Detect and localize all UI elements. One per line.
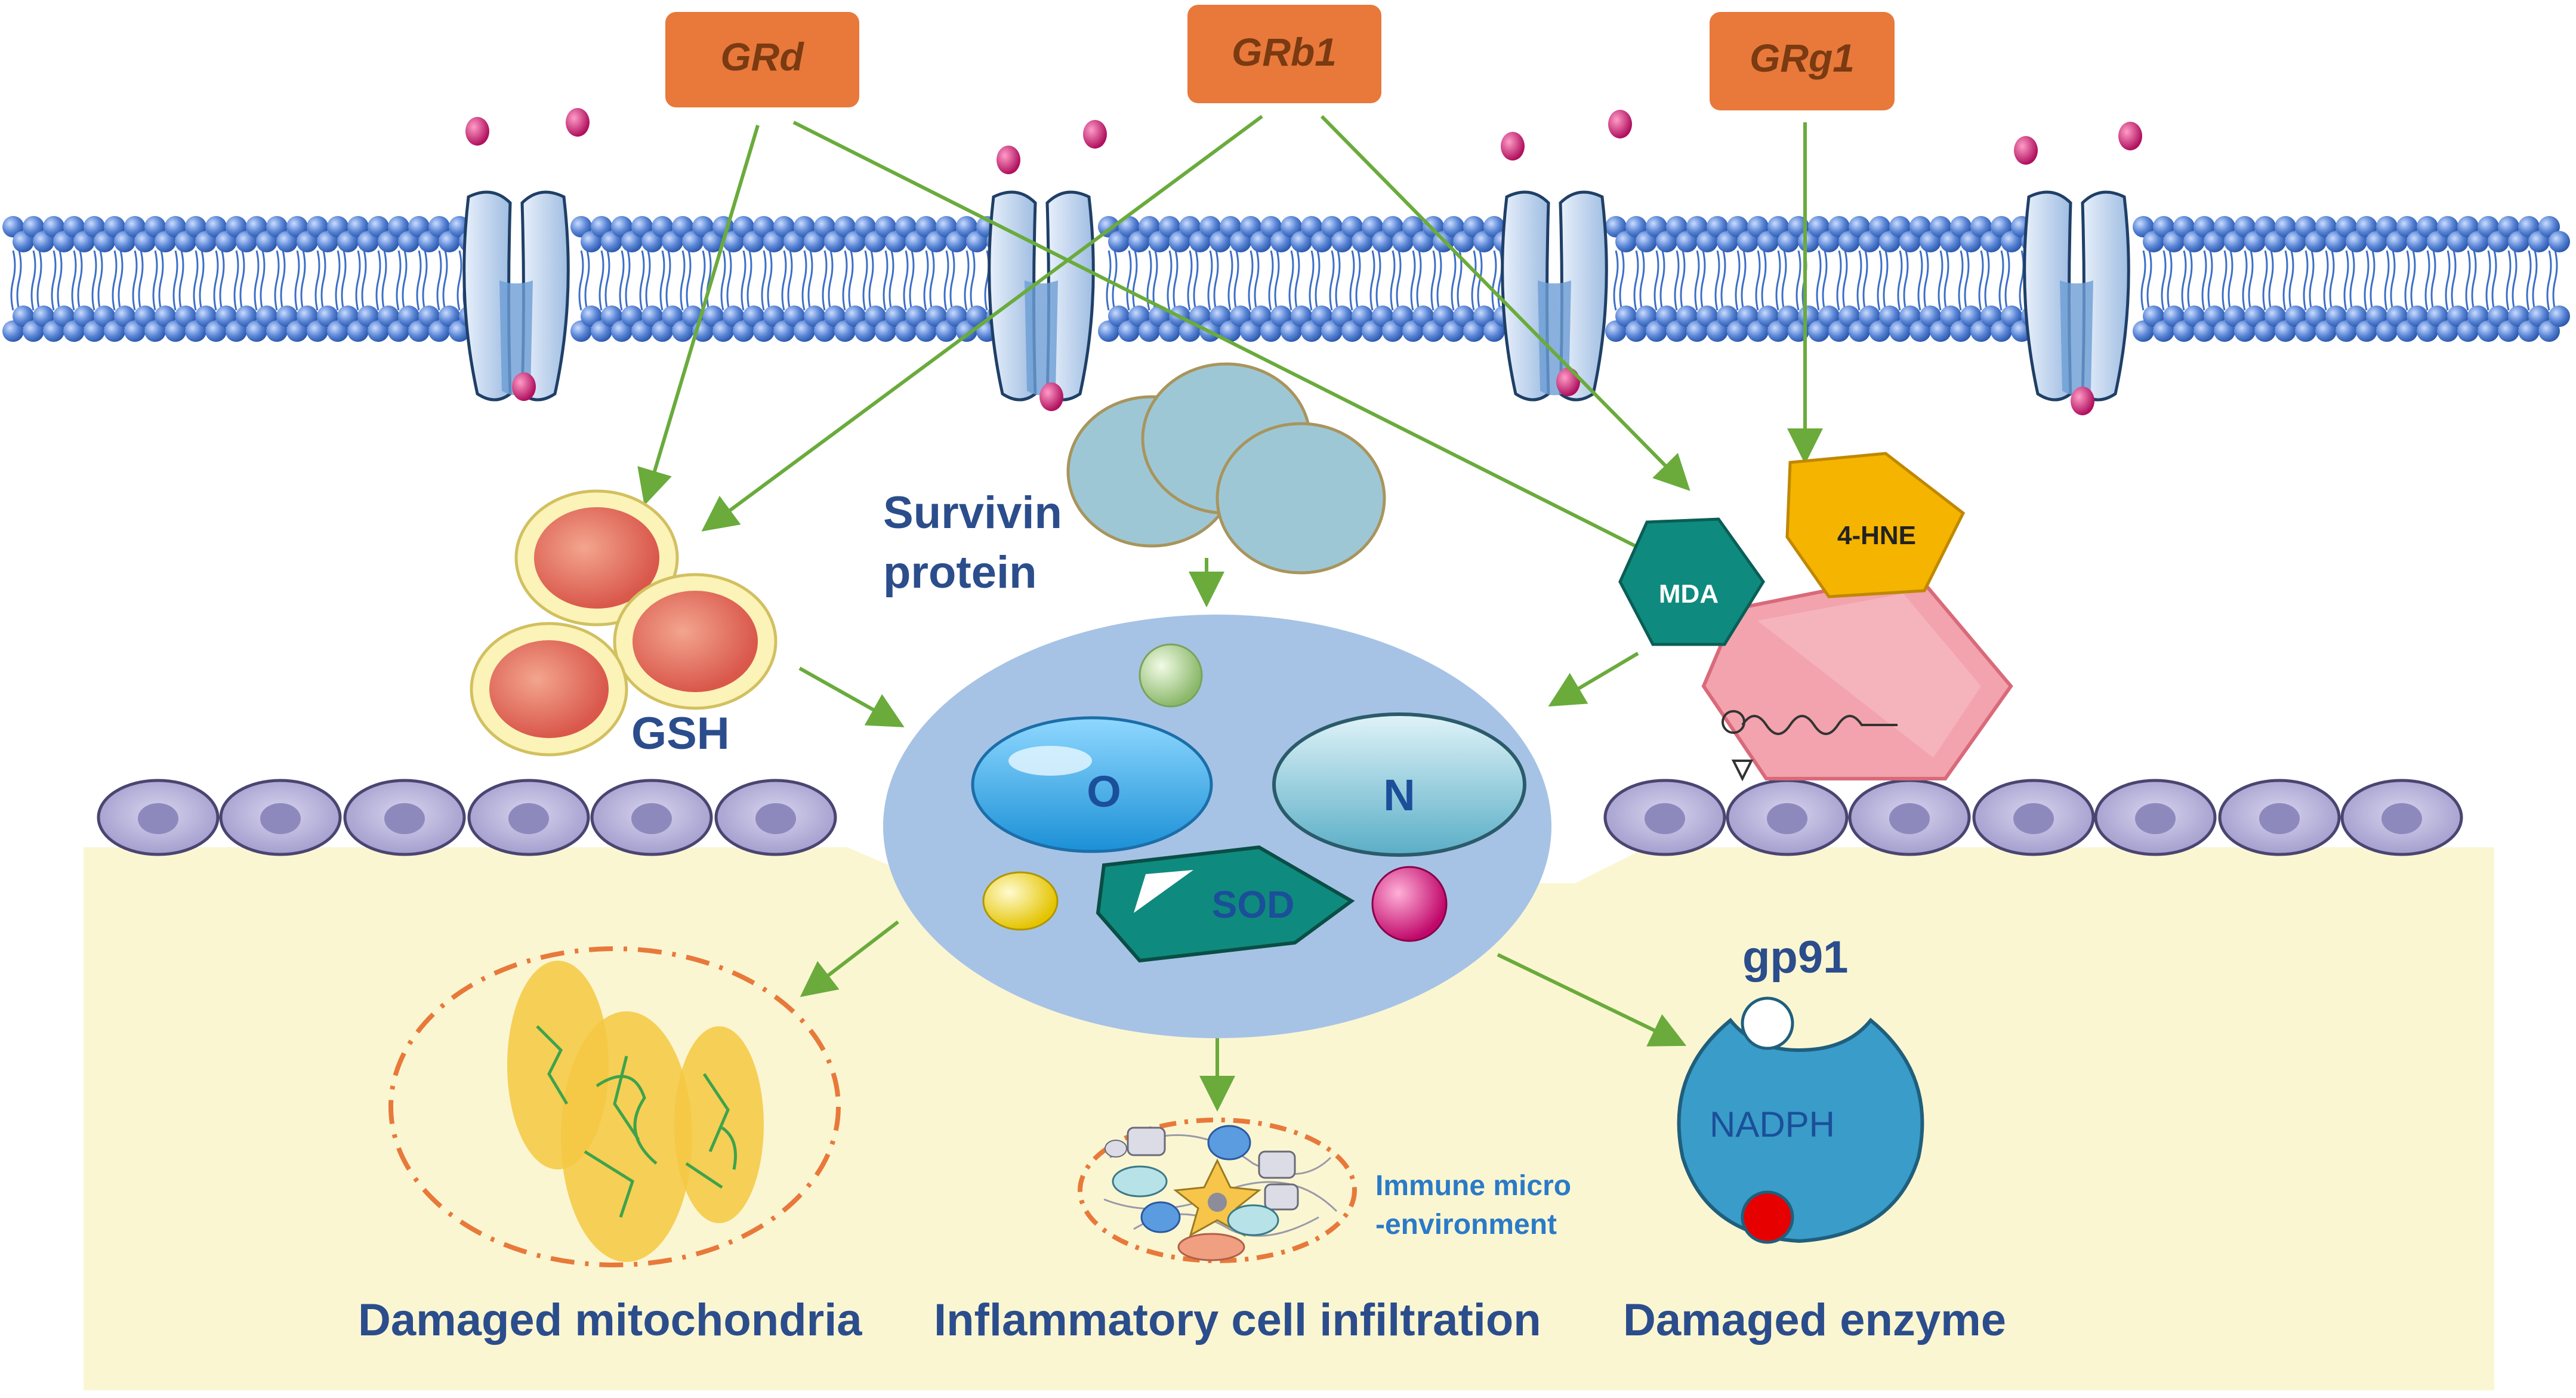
arrow-nucleus-enzyme (1497, 953, 1687, 1047)
epithelial-cell (467, 779, 590, 856)
nadph-enzyme: NADPH (1677, 996, 1924, 1244)
damaged-mitochondria-label: Damaged mitochondria (358, 1295, 862, 1345)
epithelial-cell (97, 779, 220, 856)
ion-channel (462, 190, 570, 402)
arrow-grb1-mda (1320, 115, 1690, 491)
compound-label: GRb1 (1232, 30, 1337, 74)
tissue-region (84, 847, 2494, 1390)
o-label: O (1087, 767, 1121, 816)
n-organelle (1272, 712, 1526, 857)
damaged-mitochondria (388, 946, 841, 1267)
arrow-nucleus-mito (800, 920, 899, 997)
immune-label-line2: -environment (1375, 1209, 1557, 1240)
immune-label-line1: Immune micro (1375, 1170, 1571, 1202)
arrow-grb1-gsh (701, 115, 1263, 532)
ion-particle (1556, 368, 1580, 396)
compound-grb1: GRb1 (1187, 5, 1381, 103)
epithelial-cell (219, 779, 342, 856)
ion-particle (512, 372, 536, 401)
mda-hexagon (1618, 517, 1766, 646)
epithelial-cell (590, 779, 713, 856)
ion-channels (462, 190, 2130, 402)
compound-grg1: GRg1 (1710, 12, 1895, 110)
arrow-gsh-nucleus (798, 666, 905, 727)
ion-particle (2071, 387, 2094, 415)
epithelial-cell (2340, 779, 2463, 856)
ion-particle (997, 146, 1020, 174)
ion-particle (2118, 122, 2142, 150)
compound-label: GRg1 (1750, 36, 1855, 80)
nadph-label: NADPH (1710, 1104, 1835, 1144)
epithelial-cell (1603, 779, 1726, 856)
nucleus-contents: O N SOD (971, 643, 1526, 963)
hne-label: 4-HNE (1837, 521, 1916, 550)
inflammatory-label: Inflammatory cell infiltration (934, 1295, 1541, 1345)
epithelial-cells (97, 779, 2463, 856)
epithelial-cell (2218, 779, 2341, 856)
survivin-label-line1: Survivin (883, 487, 1062, 538)
epithelial-cell (714, 779, 837, 856)
mda-label: MDA (1659, 579, 1719, 609)
epithelial-cell (343, 779, 466, 856)
ion-particle (1083, 120, 1107, 149)
ion-particle (1501, 132, 1525, 161)
ion-channel (988, 190, 1095, 402)
epithelial-cell (2094, 779, 2217, 856)
ion-particle (1608, 110, 1632, 138)
arrows (637, 115, 1823, 1112)
ion-particle (465, 117, 489, 146)
arrow-grd-mda (792, 121, 1687, 572)
cell-membrane (2, 216, 2570, 342)
sod-label: SOD (1212, 883, 1295, 926)
lipid-peroxidation-cluster: MDA 4-HNE (1618, 452, 2013, 782)
ions (465, 108, 2142, 415)
damaged-enzyme-label: Damaged enzyme (1623, 1295, 2006, 1345)
hne-hexagon (1785, 452, 1966, 598)
gsh-label: GSH (631, 708, 730, 759)
ion-channel (1501, 190, 1608, 402)
survivin-protein-discs (1066, 362, 1386, 575)
arrow-grd-gsh (637, 125, 760, 506)
gsh-cells (470, 489, 778, 757)
compound-label: GRd (720, 35, 804, 79)
triangle-mark (1731, 760, 1754, 782)
arrow-mda-nucleus (1548, 652, 1639, 707)
squiggle-mark (1741, 715, 1898, 735)
ion-channel (2023, 190, 2130, 402)
ion-particle (2014, 136, 2038, 165)
epithelial-cell (1848, 779, 1971, 856)
ion-particle (1039, 382, 1063, 411)
immune-microenvironment (1078, 1118, 1357, 1263)
compound-grd: GRd (665, 12, 859, 107)
n-label: N (1383, 770, 1415, 820)
survivin-label: Survivin protein (883, 487, 1062, 598)
ion-particle (566, 108, 590, 137)
gp91-label: gp91 (1742, 932, 1848, 983)
epithelial-cell (1972, 779, 2095, 856)
survivin-label-line2: protein (883, 547, 1037, 598)
epithelial-cell (1726, 779, 1849, 856)
